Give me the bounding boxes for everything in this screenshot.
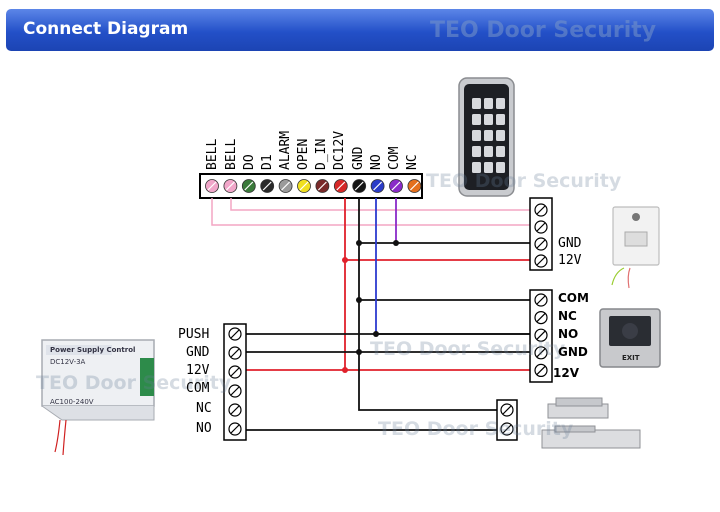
terminal-screw-6 [297,179,311,193]
psu-label-12v: 12V [186,363,210,378]
junction-dot [373,331,379,337]
screw-terminal [228,346,242,360]
gnd-wire-main [358,198,497,411]
terminal-screw-8 [333,179,348,193]
keypad-device [458,77,515,197]
keypad-key [496,146,505,157]
terminal-screw-5 [278,179,293,193]
watermark: TEO Door Security [378,418,574,440]
screw-terminal [228,403,242,417]
psu-label-com: COM [186,381,210,396]
terminal-label-no: NO [369,154,384,170]
keypad-key [484,130,493,141]
keypad-key [484,114,493,125]
exit-label: EXIT [622,354,640,362]
screw-terminal [534,220,548,234]
screw-terminal [228,365,242,379]
keypad-key [472,146,481,157]
junction-dot [342,367,348,373]
keypad-key [472,114,481,125]
exit-label-com: COM [558,291,589,305]
terminal-label-dc12v: DC12V [332,130,347,170]
junction-dot [356,349,362,355]
keypad-key [484,162,493,173]
keypad-key [472,130,481,141]
terminal-screw-9 [352,179,367,193]
keypad-key [496,98,505,109]
exit-label-12v: 12V [553,366,579,380]
watermark: TEO Door Security [426,170,622,192]
screw-terminal [534,363,548,377]
screw-terminal [500,403,514,417]
keypad-key [472,162,481,173]
exit-label-gnd: GND [558,345,588,359]
exit-label-nc: NC [558,309,577,323]
keypad-terminal-strip [199,173,423,199]
watermark: TEO Door Security [370,338,566,360]
terminal-screw-3 [241,179,256,193]
terminal-screw-7 [315,179,330,193]
junction-dot [356,240,362,246]
keypad-key [496,114,505,125]
bell-wire-1 [211,198,530,226]
keypad-key [484,146,493,157]
psu-label-no: NO [196,421,212,436]
power-supply-device [41,339,155,456]
terminal-label-nc: NC [405,154,420,170]
page-title: Connect Diagram [23,19,189,39]
doorbell-terminal-block [529,197,553,271]
terminal-screw-12 [407,179,422,193]
screw-terminal [500,422,514,436]
screw-terminal [534,311,548,325]
doorbell-device [611,206,660,289]
terminal-label-bell: BELL [205,138,220,170]
psu-title: Power Supply Control [50,346,136,354]
screw-terminal [534,237,548,251]
screw-terminal [228,422,242,436]
doorbell-label-gnd: GND [558,236,582,251]
psu-output: AC100-240V [50,398,94,406]
psu-label-gnd: GND [186,345,210,360]
terminal-screw-4 [260,179,275,193]
screw-terminal [534,328,548,342]
psu-label-push: PUSH [178,327,210,342]
terminal-label-open: OPEN [296,138,311,170]
terminal-screw-2 [223,179,238,193]
terminal-label-d1: D1 [260,154,275,170]
screw-terminal [534,346,548,360]
doorbell-label-12v: 12V [558,253,582,268]
terminal-label-com: COM [387,146,402,170]
keypad-key [472,98,481,109]
terminal-label-bell: BELL [224,138,239,170]
screw-terminal [534,254,548,268]
terminal-label-d-in: D_IN [314,138,329,170]
exit-label-no: NO [558,327,579,341]
electric-lock-device [541,397,641,449]
junction-dot [356,297,362,303]
junction-dot [393,240,399,246]
exit-button-device [599,308,661,368]
psu-model: DC12V-3A [50,358,86,366]
keypad-key [496,130,505,141]
screw-terminal [228,327,242,341]
bell-wire-2 [230,198,530,211]
terminal-label-gnd: GND [351,146,366,170]
watermark: TEO Door Security [430,18,657,43]
terminal-screw-11 [389,179,403,193]
junction-dot [342,257,348,263]
watermark: TEO Door Security [36,372,232,394]
screw-terminal [228,384,242,398]
header-banner: Connect Diagram [6,9,714,51]
keypad-key [484,98,493,109]
terminal-screw-10 [370,179,385,193]
psu-label-nc: NC [196,401,212,416]
screw-terminal [534,203,548,217]
terminal-label-alarm: ALARM [278,130,293,170]
terminal-screw-1 [205,179,219,193]
terminal-label-do: DO [242,154,257,170]
screw-terminal [534,293,548,307]
keypad-key [496,162,505,173]
